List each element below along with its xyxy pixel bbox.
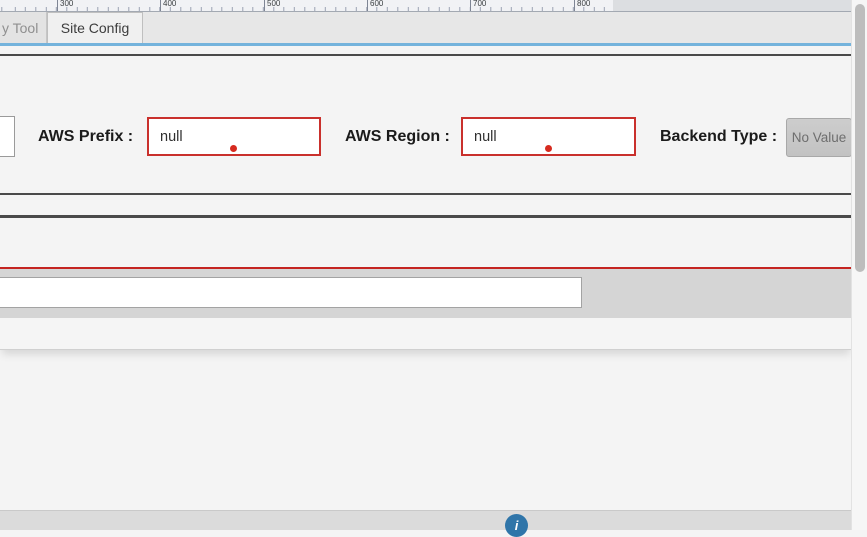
- aws-prefix-input[interactable]: [147, 117, 321, 156]
- toolbar-band: [0, 269, 852, 318]
- tab-site-config[interactable]: Site Config: [47, 12, 143, 43]
- ruler-label: 700: [473, 0, 487, 8]
- section-divider-middle-2: [0, 215, 852, 218]
- red-divider: [0, 267, 852, 269]
- ruler-mark-800: 800: [574, 0, 590, 11]
- tab-tool-label: y Tool: [2, 19, 39, 36]
- backend-type-label: Backend Type :: [660, 128, 778, 145]
- ruler-label: 600: [370, 0, 384, 8]
- section-divider-top: [0, 54, 852, 56]
- validation-error-dot: [545, 145, 552, 152]
- tab-tool[interactable]: y Tool: [0, 12, 47, 43]
- vertical-scrollbar[interactable]: [851, 0, 867, 530]
- tab-site-config-label: Site Config: [60, 20, 130, 36]
- tab-underline: [0, 43, 852, 46]
- scrollbar-thumb[interactable]: [855, 4, 865, 272]
- ruler-label: 800: [577, 0, 591, 8]
- info-icon: i: [514, 518, 519, 533]
- ruler-mark-700: 700: [470, 0, 486, 11]
- tab-bar: y Tool Site Config: [0, 12, 852, 43]
- section-divider-middle-1: [0, 193, 852, 195]
- ruler-mark-400: 400: [160, 0, 176, 11]
- validation-error-dot: [230, 145, 237, 152]
- ruler-minor-ticks: [0, 7, 613, 11]
- ruler-mark-300: 300: [57, 0, 73, 11]
- toolbar-text-input[interactable]: [0, 277, 582, 308]
- panel-strip: [0, 318, 852, 350]
- backend-type-select[interactable]: No Value: [786, 118, 852, 157]
- aws-region-label: AWS Region :: [345, 128, 450, 145]
- ruler-label: 400: [163, 0, 177, 8]
- bottom-bar: [0, 510, 867, 530]
- aws-prefix-label: AWS Prefix :: [38, 128, 134, 145]
- ruler-label: 500: [267, 0, 281, 8]
- info-button[interactable]: i: [505, 514, 528, 537]
- horizontal-ruler: 300 400 500 600 700 800: [0, 0, 867, 12]
- cropped-left-input[interactable]: [0, 116, 15, 157]
- aws-region-input[interactable]: [461, 117, 636, 156]
- ruler-mark-600: 600: [367, 0, 383, 11]
- ruler-mark-500: 500: [264, 0, 280, 11]
- ruler-tick-area: 300 400 500 600 700 800: [0, 0, 613, 11]
- ruler-label: 300: [60, 0, 74, 8]
